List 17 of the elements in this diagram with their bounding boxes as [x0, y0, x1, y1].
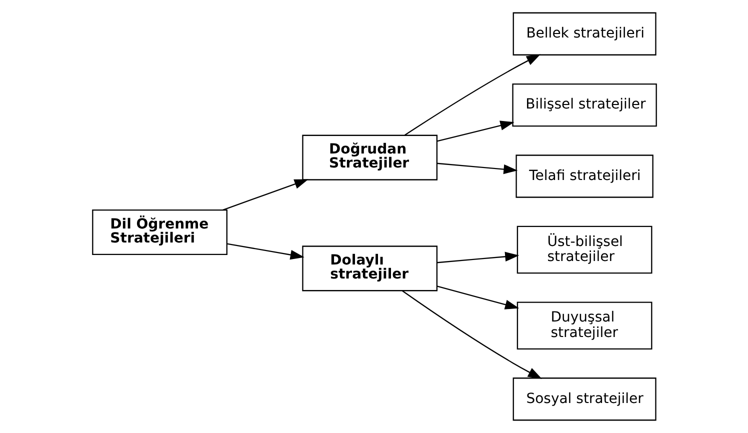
- arrow: [222, 179, 308, 211]
- node-box: Dolaylı stratejiler: [302, 246, 438, 292]
- node-box: Duyuşsal stratejiler: [516, 302, 652, 350]
- arrow: [436, 286, 519, 310]
- arrow: [436, 162, 518, 174]
- node-box: Bellek stratejileri: [512, 12, 656, 56]
- node-box: Üst-bilişsel stratejiler: [516, 226, 652, 274]
- node-box: Bilişsel stratejiler: [512, 83, 656, 127]
- arrow: [436, 120, 514, 142]
- arrow: [226, 243, 304, 260]
- arrow: [402, 290, 542, 379]
- node-box: Telafi stratejileri: [515, 154, 653, 198]
- arrow: [436, 252, 519, 264]
- node-box: Sosyal stratejiler: [512, 378, 656, 421]
- arrow: [404, 54, 540, 136]
- node-box: Dil Öğrenme Stratejileri: [92, 210, 227, 256]
- node-box: Doğrudan Stratejiler: [302, 134, 438, 180]
